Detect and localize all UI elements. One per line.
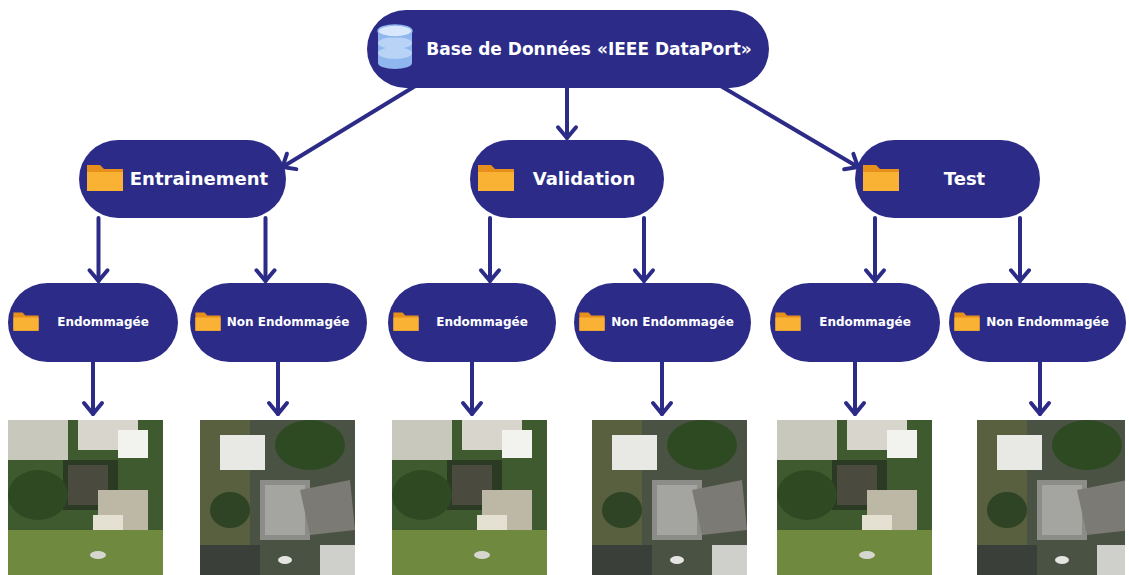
folder-box: Endommagée (388, 283, 556, 362)
arrow-connector (558, 88, 576, 138)
arrow-connector (635, 218, 653, 281)
arrow-connector (89, 218, 107, 281)
arrow-connector (1011, 218, 1029, 281)
node-label: Non Endommagée (227, 315, 350, 329)
node-label: Base de Données «IEEE DataPort» (426, 39, 752, 59)
folder-box: Entrainement (79, 140, 286, 218)
node-label: Endommagée (57, 315, 149, 329)
folder-icon (194, 309, 222, 336)
folder-icon (12, 309, 40, 336)
node-label: Non Endommagée (611, 315, 734, 329)
folder-icon (774, 309, 802, 336)
folder-icon (578, 309, 606, 336)
node-label: Non Endommagée (986, 315, 1109, 329)
arrow-connector (283, 86, 416, 169)
folder-icon (861, 161, 901, 197)
node-label: Entrainement (130, 168, 268, 190)
folder-icon (953, 309, 981, 336)
folder-box: Test (855, 140, 1040, 218)
database-icon (375, 23, 415, 75)
node-label: Endommagée (819, 315, 911, 329)
node-label: Validation (533, 168, 635, 190)
node-label: Test (944, 168, 985, 190)
folder-box: Endommagée (8, 283, 178, 362)
folder-icon (476, 161, 516, 197)
folder-box: Non Endommagée (949, 283, 1126, 362)
database-box: Base de Données «IEEE DataPort» (367, 10, 769, 88)
folder-box: Validation (470, 140, 664, 218)
arrow-connector (866, 218, 884, 281)
folder-icon (392, 309, 420, 336)
arrow-connector (481, 218, 499, 281)
node-label: Endommagée (436, 315, 528, 329)
arrow-connector (256, 218, 274, 281)
arrow-connector (721, 86, 858, 169)
folder-box: Endommagée (770, 283, 940, 362)
folder-box: Non Endommagée (190, 283, 367, 362)
folder-icon (85, 161, 125, 197)
folder-box: Non Endommagée (574, 283, 751, 362)
